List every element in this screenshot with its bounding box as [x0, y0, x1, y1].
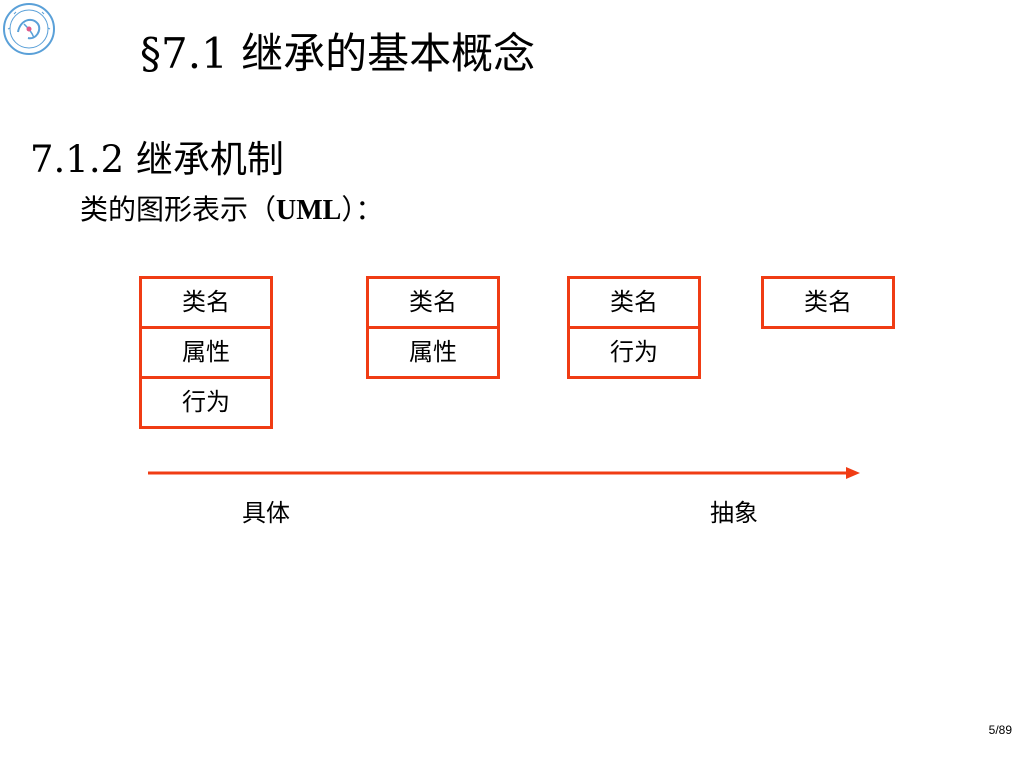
- subheading-acronym: UML: [276, 195, 342, 226]
- uml-class-box-name-only: 类名: [761, 276, 895, 329]
- uml-class-name: 类名: [804, 288, 852, 316]
- subheading-suffix: ）：: [341, 193, 384, 226]
- uml-class-name: 类名: [610, 288, 658, 316]
- uml-attributes: 属性: [142, 326, 270, 376]
- subheading-prefix: 类的图形表示（: [80, 193, 277, 226]
- axis-label-abstract: 抽象: [710, 499, 758, 527]
- section-heading: 7.1.2 继承机制: [30, 138, 284, 181]
- uml-behaviors: 行为: [142, 376, 270, 426]
- university-seal-icon: [3, 3, 55, 55]
- uml-class-name: 类名: [182, 288, 230, 316]
- uml-class-box-behaviors: 类名 行为: [567, 276, 701, 379]
- slide-title: §7.1 继承的基本概念: [140, 29, 536, 78]
- concrete-to-abstract-arrow: [148, 467, 860, 479]
- uml-class-box-full: 类名 属性 行为: [139, 276, 273, 429]
- uml-attributes: 属性: [369, 326, 497, 376]
- axis-label-concrete: 具体: [242, 499, 290, 527]
- arrow-head-icon: [846, 467, 860, 479]
- subheading: 类的图形表示（UML）：: [80, 190, 383, 231]
- page-number: 5/89: [988, 723, 1012, 737]
- uml-behaviors: 行为: [570, 326, 698, 376]
- uml-class-box-attributes: 类名 属性: [366, 276, 500, 379]
- uml-class-name: 类名: [409, 288, 457, 316]
